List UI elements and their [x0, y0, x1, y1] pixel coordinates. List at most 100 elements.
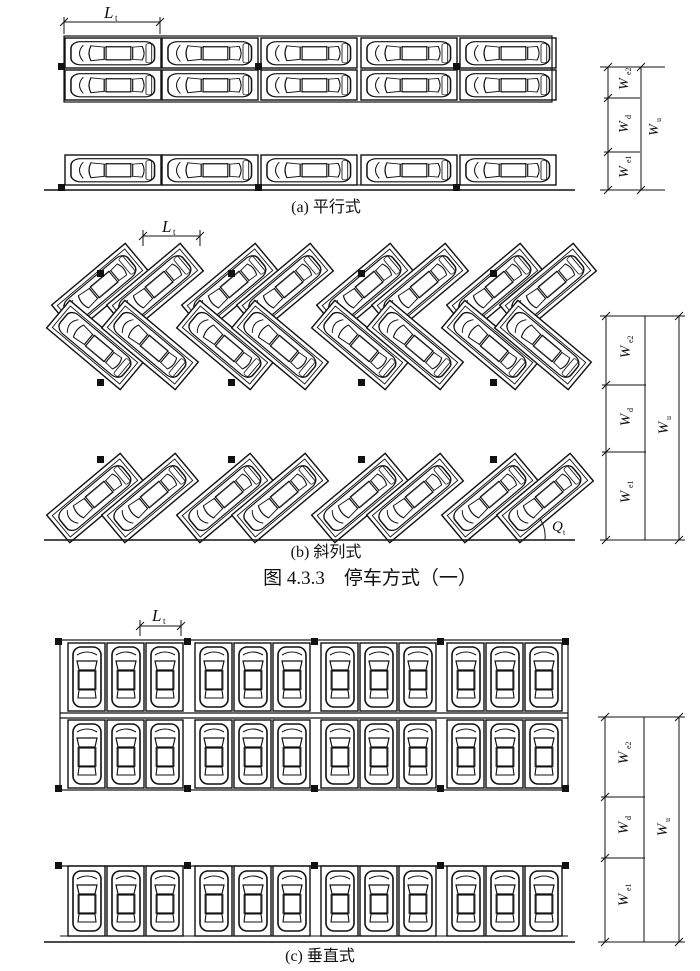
- panel-c-we2-label: W: [616, 750, 632, 764]
- structural-column: [55, 785, 62, 792]
- car-icon: [277, 646, 307, 708]
- figure-title: 图 4.3.3 停车方式（一）: [263, 567, 477, 589]
- structural-column: [255, 63, 262, 70]
- car-icon: [465, 157, 551, 183]
- car-icon: [364, 646, 394, 708]
- panel-a-stalls: [58, 35, 557, 191]
- panel-b-wd-label: W: [618, 412, 634, 426]
- parallel-stall: [260, 69, 358, 101]
- car-icon: [266, 157, 352, 183]
- car-icon: [70, 40, 156, 66]
- perpendicular-stall: [485, 719, 524, 789]
- car-icon: [199, 646, 229, 708]
- car-icon: [529, 646, 559, 708]
- panel-b-angle-sub: t: [563, 528, 566, 537]
- car-icon: [366, 40, 452, 66]
- perpendicular-stall: [320, 719, 359, 789]
- angled-stall: [365, 299, 465, 391]
- angled-stall: [495, 452, 595, 544]
- panel-b-stalls: [45, 242, 598, 544]
- panel-a-caption: (a) 平行式: [291, 198, 361, 216]
- perpendicular-stall: [67, 642, 106, 712]
- car-icon: [364, 723, 394, 785]
- car-icon: [490, 870, 520, 932]
- car-icon: [150, 646, 180, 708]
- structural-column: [311, 638, 318, 645]
- panel-b: L t Q t W e2 W: [44, 217, 685, 561]
- structural-column: [562, 638, 569, 645]
- panel-c-bay-sub: t: [163, 616, 166, 626]
- car-icon: [403, 723, 433, 785]
- car-icon: [238, 723, 268, 785]
- car-icon: [72, 870, 102, 932]
- parallel-stall: [260, 37, 358, 69]
- parallel-stall: [64, 37, 162, 69]
- panel-c-bay-label: L: [151, 606, 161, 625]
- panel-b-wd-sub: d: [626, 408, 635, 412]
- perpendicular-stall: [194, 642, 233, 712]
- structural-column: [437, 862, 444, 869]
- structural-column: [255, 184, 262, 191]
- structural-column: [97, 456, 104, 463]
- structural-column: [453, 184, 460, 191]
- perpendicular-stall: [398, 719, 437, 789]
- panel-a-we2-label: W: [617, 77, 632, 90]
- panel-c-we1-sub: e1: [624, 883, 633, 891]
- parallel-stall: [360, 37, 458, 69]
- panel-a-wu-sub: u: [654, 118, 663, 122]
- structural-column: [562, 862, 569, 869]
- perpendicular-stall: [106, 642, 145, 712]
- structural-column: [453, 63, 460, 70]
- structural-column: [562, 785, 569, 792]
- perpendicular-stall: [485, 642, 524, 712]
- car-icon: [111, 723, 141, 785]
- car-icon: [277, 870, 307, 932]
- structural-column: [358, 379, 365, 386]
- structural-column: [58, 184, 65, 191]
- perpendicular-stall: [272, 719, 311, 789]
- structural-column: [228, 379, 235, 386]
- structural-column: [358, 456, 365, 463]
- panel-b-wu-label: W: [656, 420, 672, 434]
- panel-b-angle-label: Q: [552, 519, 563, 535]
- car-icon: [199, 723, 229, 785]
- angled-stall: [100, 299, 200, 391]
- car-icon: [167, 157, 253, 183]
- structural-column: [228, 270, 235, 277]
- car-icon: [238, 646, 268, 708]
- parallel-stall: [459, 69, 557, 101]
- car-icon: [266, 40, 352, 66]
- panel-a-bay-sub: t: [115, 13, 118, 23]
- structural-column: [311, 785, 318, 792]
- perpendicular-stall: [145, 719, 184, 789]
- panel-a-width-dimensions: W e2 W d W e1 W u: [600, 62, 665, 195]
- perpendicular-stall: [524, 642, 563, 712]
- angled-stall: [230, 452, 330, 544]
- perpendicular-stall: [233, 719, 272, 789]
- car-icon: [465, 40, 551, 66]
- panel-b-bay-label: L: [161, 217, 171, 236]
- panel-b-caption: (b) 斜列式: [291, 543, 362, 561]
- structural-column: [184, 785, 191, 792]
- angled-stall: [365, 452, 465, 544]
- car-icon: [238, 870, 268, 932]
- panel-b-angle-mark: Q t: [539, 518, 566, 541]
- perpendicular-stall: [359, 719, 398, 789]
- angled-stall: [230, 299, 330, 391]
- car-icon: [70, 72, 156, 98]
- car-icon: [364, 870, 394, 932]
- panel-c-width-dimensions: W e2 W d W e1 W u: [598, 712, 685, 947]
- perpendicular-stall: [233, 642, 272, 712]
- panel-c-wu-label: W: [655, 822, 671, 836]
- panel-c: L t W e2 W d W: [44, 606, 685, 965]
- car-icon: [111, 646, 141, 708]
- structural-column: [184, 638, 191, 645]
- structural-column: [437, 638, 444, 645]
- panel-c-we1-label: W: [616, 892, 632, 906]
- car-icon: [490, 646, 520, 708]
- structural-column: [58, 63, 65, 70]
- car-icon: [529, 870, 559, 932]
- car-icon: [167, 40, 253, 66]
- panel-c-wd-label: W: [616, 820, 632, 834]
